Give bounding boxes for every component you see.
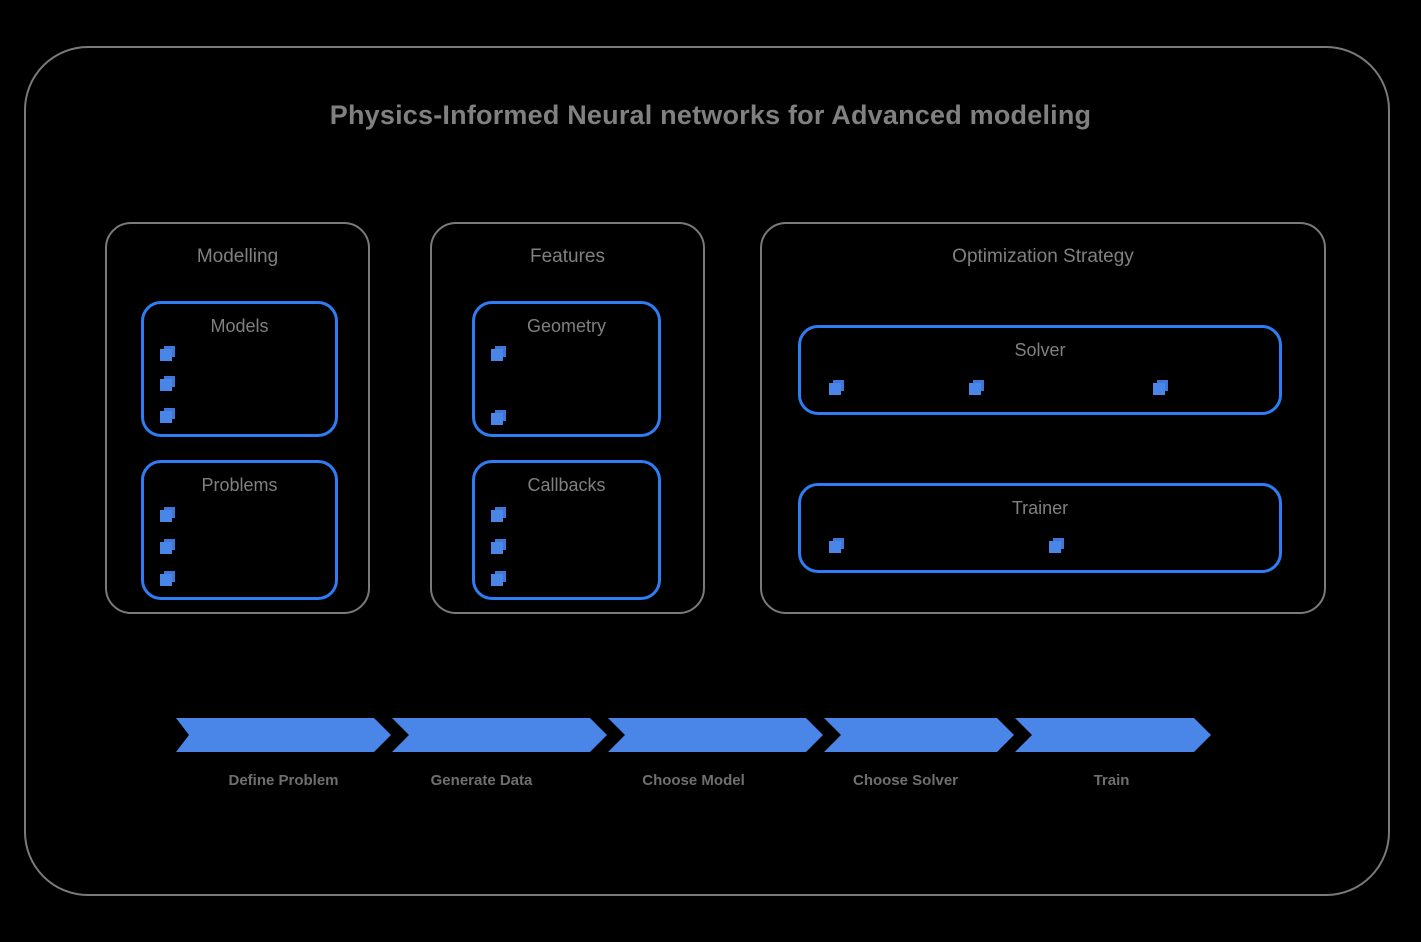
cube-icon <box>829 380 845 396</box>
cube-icon <box>829 538 845 554</box>
cube-icon <box>491 539 507 555</box>
cube-front-face <box>491 413 503 425</box>
cube-front-face <box>491 542 503 554</box>
cube-icon <box>160 376 176 392</box>
cube-icon <box>969 380 985 396</box>
pipeline-step-arrow-5[interactable] <box>1015 718 1211 752</box>
cube-front-face <box>160 349 172 361</box>
subgroup-callbacks-title: Callbacks <box>527 475 606 495</box>
cube-front-face <box>160 574 172 586</box>
workflow-pipeline <box>176 718 1211 752</box>
cube-icon <box>491 571 507 587</box>
subgroup-callbacks[interactable]: Callbacks <box>472 460 661 600</box>
subgroup-trainer[interactable]: Trainer <box>798 483 1282 573</box>
cube-icon <box>160 346 176 362</box>
subgroup-problems[interactable]: Problems <box>141 460 338 600</box>
cube-icon <box>160 539 176 555</box>
cube-icon <box>1153 380 1169 396</box>
cube-front-face <box>160 542 172 554</box>
subgroup-geometry-title: Geometry <box>526 316 607 336</box>
pipeline-step-arrow-2[interactable] <box>392 718 607 752</box>
pipeline-step-arrow-3[interactable] <box>608 718 823 752</box>
subgroup-solver-title: Solver <box>1014 340 1066 360</box>
cube-icon <box>160 408 176 424</box>
group-features: Features <box>430 222 705 614</box>
pipeline-step-label-2: Generate Data <box>430 772 533 789</box>
pipeline-step-arrow-4[interactable] <box>824 718 1014 752</box>
cube-front-face <box>160 411 172 423</box>
cube-front-face <box>491 574 503 586</box>
cube-icon <box>491 410 507 426</box>
subgroup-models[interactable]: Models <box>141 301 338 437</box>
diagram-outer-frame <box>24 46 1390 896</box>
pipeline-step-label-3: Choose Model <box>642 772 745 789</box>
cube-front-face <box>491 349 503 361</box>
subgroup-problems-title: Problems <box>201 475 278 495</box>
cube-front-face <box>1049 541 1061 553</box>
subgroup-trainer-title: Trainer <box>1011 498 1069 518</box>
pipeline-step-label-5: Train <box>1093 772 1130 789</box>
cube-icon <box>160 507 176 523</box>
cube-icon <box>491 346 507 362</box>
cube-front-face <box>829 383 841 395</box>
cube-front-face <box>491 510 503 522</box>
cube-front-face <box>829 541 841 553</box>
pipeline-step-label-1: Define Problem <box>228 772 339 789</box>
cube-front-face <box>969 383 981 395</box>
cube-icon <box>491 507 507 523</box>
group-features-title: Features <box>530 246 605 267</box>
group-optimization-strategy: Optimization Strategy <box>760 222 1326 614</box>
cube-front-face <box>160 510 172 522</box>
subgroup-solver[interactable]: Solver <box>798 325 1282 415</box>
subgroup-models-title: Models <box>210 316 269 336</box>
subgroup-geometry[interactable]: Geometry <box>472 301 661 437</box>
pipeline-step-arrow-1[interactable] <box>176 718 391 752</box>
group-optimization-strategy-title: Optimization Strategy <box>952 246 1134 267</box>
pipeline-step-label-4: Choose Solver <box>852 772 959 789</box>
cube-front-face <box>1153 383 1165 395</box>
page-title: Physics-Informed Neural networks for Adv… <box>329 100 1092 130</box>
group-modelling: Modelling <box>105 222 370 614</box>
group-modelling-title: Modelling <box>196 246 279 267</box>
cube-front-face <box>160 379 172 391</box>
cube-icon <box>1049 538 1065 554</box>
cube-icon <box>160 571 176 587</box>
